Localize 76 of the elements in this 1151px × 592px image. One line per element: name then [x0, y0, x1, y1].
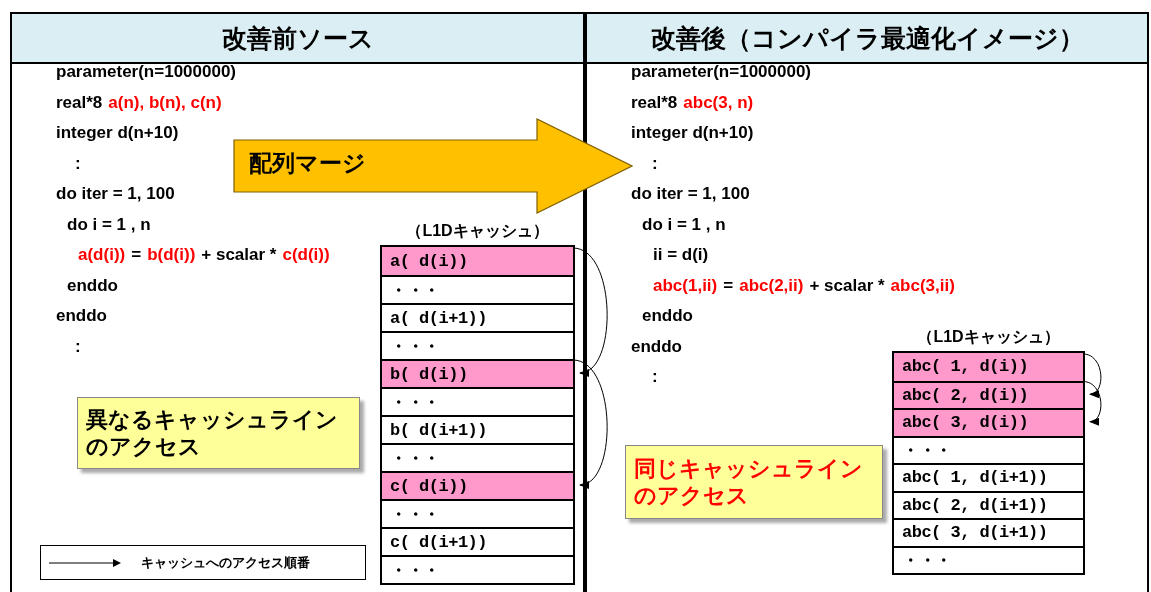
- callout-text: 同じキャッシュラインのアクセス: [634, 454, 864, 510]
- code-text: enddo: [642, 306, 693, 326]
- cache-entry: ・・・: [390, 280, 440, 302]
- block-arrow: [233, 118, 633, 214]
- cache-entry: c( d(i+1)): [390, 532, 488, 552]
- cache-block: [892, 327, 1085, 575]
- code-text: do iter = 1, 100: [56, 184, 175, 204]
- code-text: do i = 1 , n: [642, 214, 726, 235]
- code-text: abc(2,ii): [739, 275, 804, 296]
- code-text: + scalar *: [201, 245, 277, 265]
- code-text: parameter(n=1000000): [56, 62, 237, 82]
- curved-arrow: [1082, 353, 1102, 397]
- cache-entry: ・・・: [902, 440, 952, 462]
- cache-heading: （L1Dキャッシュ）: [405, 221, 550, 241]
- code-text: real*8: [56, 92, 103, 113]
- source-panel: [585, 12, 1149, 592]
- callout-text: 異なるキャッシュラインのアクセス: [86, 405, 339, 461]
- source-panel: [10, 12, 585, 592]
- code-text: integer d(n+10): [56, 123, 179, 143]
- cache-entry: a( d(i)): [390, 251, 468, 271]
- code-text: c(d(i)): [282, 245, 330, 265]
- code-text: :: [75, 153, 81, 174]
- cache-entry: b( d(i)): [390, 364, 468, 384]
- code-text: a(n), b(n), c(n): [108, 92, 222, 113]
- code-text: :: [75, 336, 81, 357]
- cache-entry: abc( 1, d(i+1)): [902, 468, 1048, 488]
- code-text: enddo: [631, 336, 682, 357]
- code-text: enddo: [67, 275, 118, 296]
- code-text: real*8: [631, 92, 678, 113]
- code-text: + scalar *: [809, 275, 885, 296]
- code-text: abc(3,ii): [890, 275, 955, 296]
- curved-arrow: [572, 247, 608, 375]
- cache-entry: ・・・: [902, 550, 952, 572]
- code-text: :: [652, 367, 658, 387]
- cache-entry: b( d(i+1)): [390, 420, 488, 440]
- curved-arrow: [572, 359, 608, 487]
- cache-entry: c( d(i)): [390, 476, 468, 496]
- cache-heading: （L1Dキャッシュ）: [916, 327, 1061, 347]
- cache-entry: ・・・: [390, 392, 440, 414]
- code-text: =: [131, 245, 142, 265]
- cache-entry: ・・・: [390, 336, 440, 358]
- panel-title: 改善後（コンパイラ最適化イメージ）: [650, 22, 1084, 54]
- code-text: :: [652, 153, 658, 174]
- code-text: do i = 1 , n: [67, 214, 151, 235]
- cache-entry: abc( 3, d(i+1)): [902, 523, 1048, 543]
- code-text: a(d(i)): [78, 245, 126, 265]
- cache-block: [380, 221, 575, 585]
- panel-title: 改善前ソース: [221, 22, 374, 54]
- cache-line-row: [894, 353, 1083, 381]
- cache-entry: abc( 2, d(i+1)): [902, 495, 1048, 515]
- cache-line-row: [382, 471, 573, 499]
- cache-line-row: [894, 408, 1083, 436]
- arrow-label: 配列マージ: [249, 149, 366, 178]
- cache-line-row: [382, 247, 573, 275]
- code-text: parameter(n=1000000): [631, 62, 812, 82]
- cache-entry: a( d(i+1)): [390, 308, 488, 328]
- cache-line-row: [894, 380, 1083, 408]
- cache-entry: ・・・: [390, 560, 440, 582]
- cache-entry: ・・・: [390, 504, 440, 526]
- callout-box: [77, 397, 360, 469]
- code-text: do iter = 1, 100: [631, 184, 750, 204]
- code-text: b(d(i)): [147, 245, 196, 265]
- cache-entry: abc( 3, d(i)): [902, 413, 1029, 433]
- code-text: =: [723, 275, 734, 296]
- cache-entry: ・・・: [390, 448, 440, 470]
- callout-box: [625, 445, 883, 519]
- cache-line-row: [382, 359, 573, 387]
- code-text: ii = d(i): [653, 245, 709, 265]
- cache-entry: abc( 1, d(i)): [902, 357, 1029, 377]
- code-text: abc(1,ii): [653, 275, 718, 296]
- code-text: abc(3, n): [683, 92, 754, 113]
- legend-text: キャッシュへのアクセス順番: [141, 553, 310, 572]
- cache-entry: abc( 2, d(i)): [902, 385, 1029, 405]
- code-text: enddo: [56, 306, 107, 326]
- curved-arrow: [1082, 381, 1102, 424]
- code-text: integer d(n+10): [631, 123, 754, 143]
